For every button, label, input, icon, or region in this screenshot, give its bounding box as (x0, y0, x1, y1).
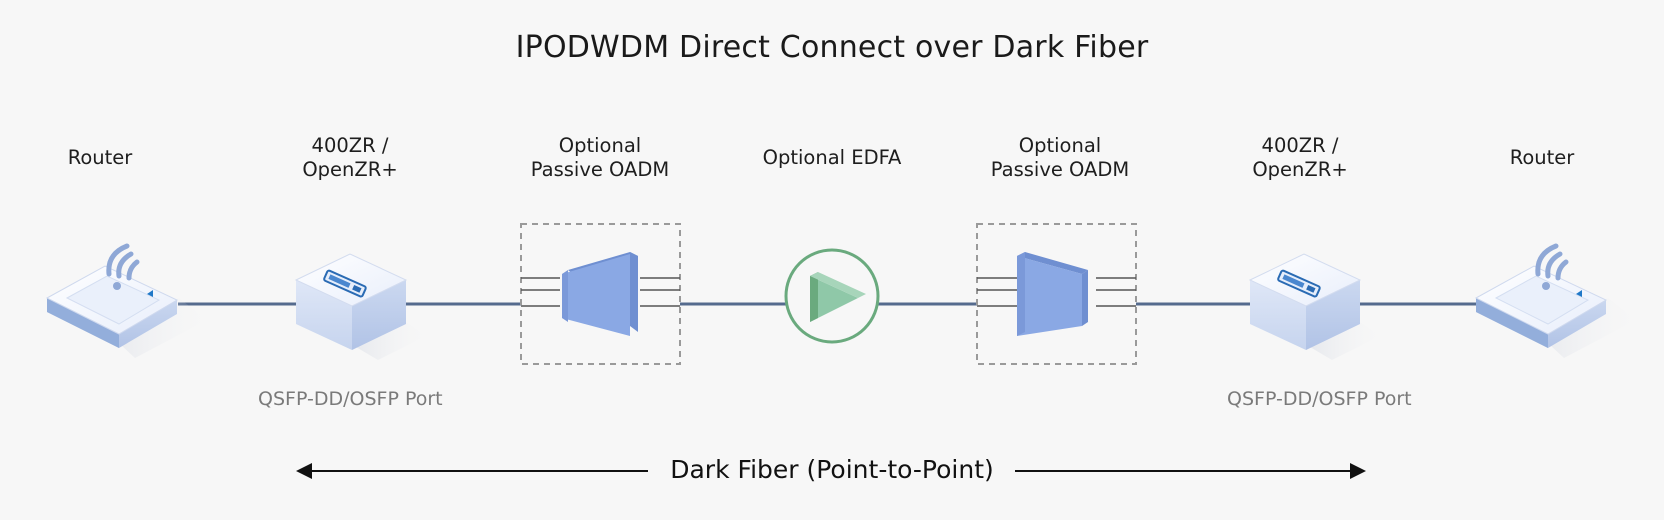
diagram-title: IPODWDM Direct Connect over Dark Fiber (515, 30, 1149, 65)
label-oadm-right: Optional Passive OADM (990, 134, 1130, 181)
label-transceiver-left: 400ZR / OpenZR+ (302, 134, 398, 181)
oadm-icon (520, 223, 681, 365)
transceiver-module-icon (1248, 253, 1380, 360)
transceiver-module-icon (294, 253, 426, 360)
port-label-left: QSFP-DD/OSFP Port (258, 388, 443, 410)
label-edfa: Optional EDFA (762, 146, 902, 169)
amplifier-play-icon (784, 248, 880, 344)
label-oadm-left: Optional Passive OADM (530, 134, 670, 181)
port-label-right: QSFP-DD/OSFP Port (1227, 388, 1412, 410)
dark-fiber-span-arrow (296, 463, 1366, 479)
router-icon (45, 243, 207, 358)
oadm-icon (976, 223, 1137, 365)
router-icon (1474, 243, 1636, 358)
label-transceiver-right: 400ZR / OpenZR+ (1252, 134, 1348, 181)
label-router-right: Router (1509, 146, 1575, 169)
dark-fiber-label: Dark Fiber (Point-to-Point) (670, 455, 994, 484)
label-router-left: Router (67, 146, 133, 169)
